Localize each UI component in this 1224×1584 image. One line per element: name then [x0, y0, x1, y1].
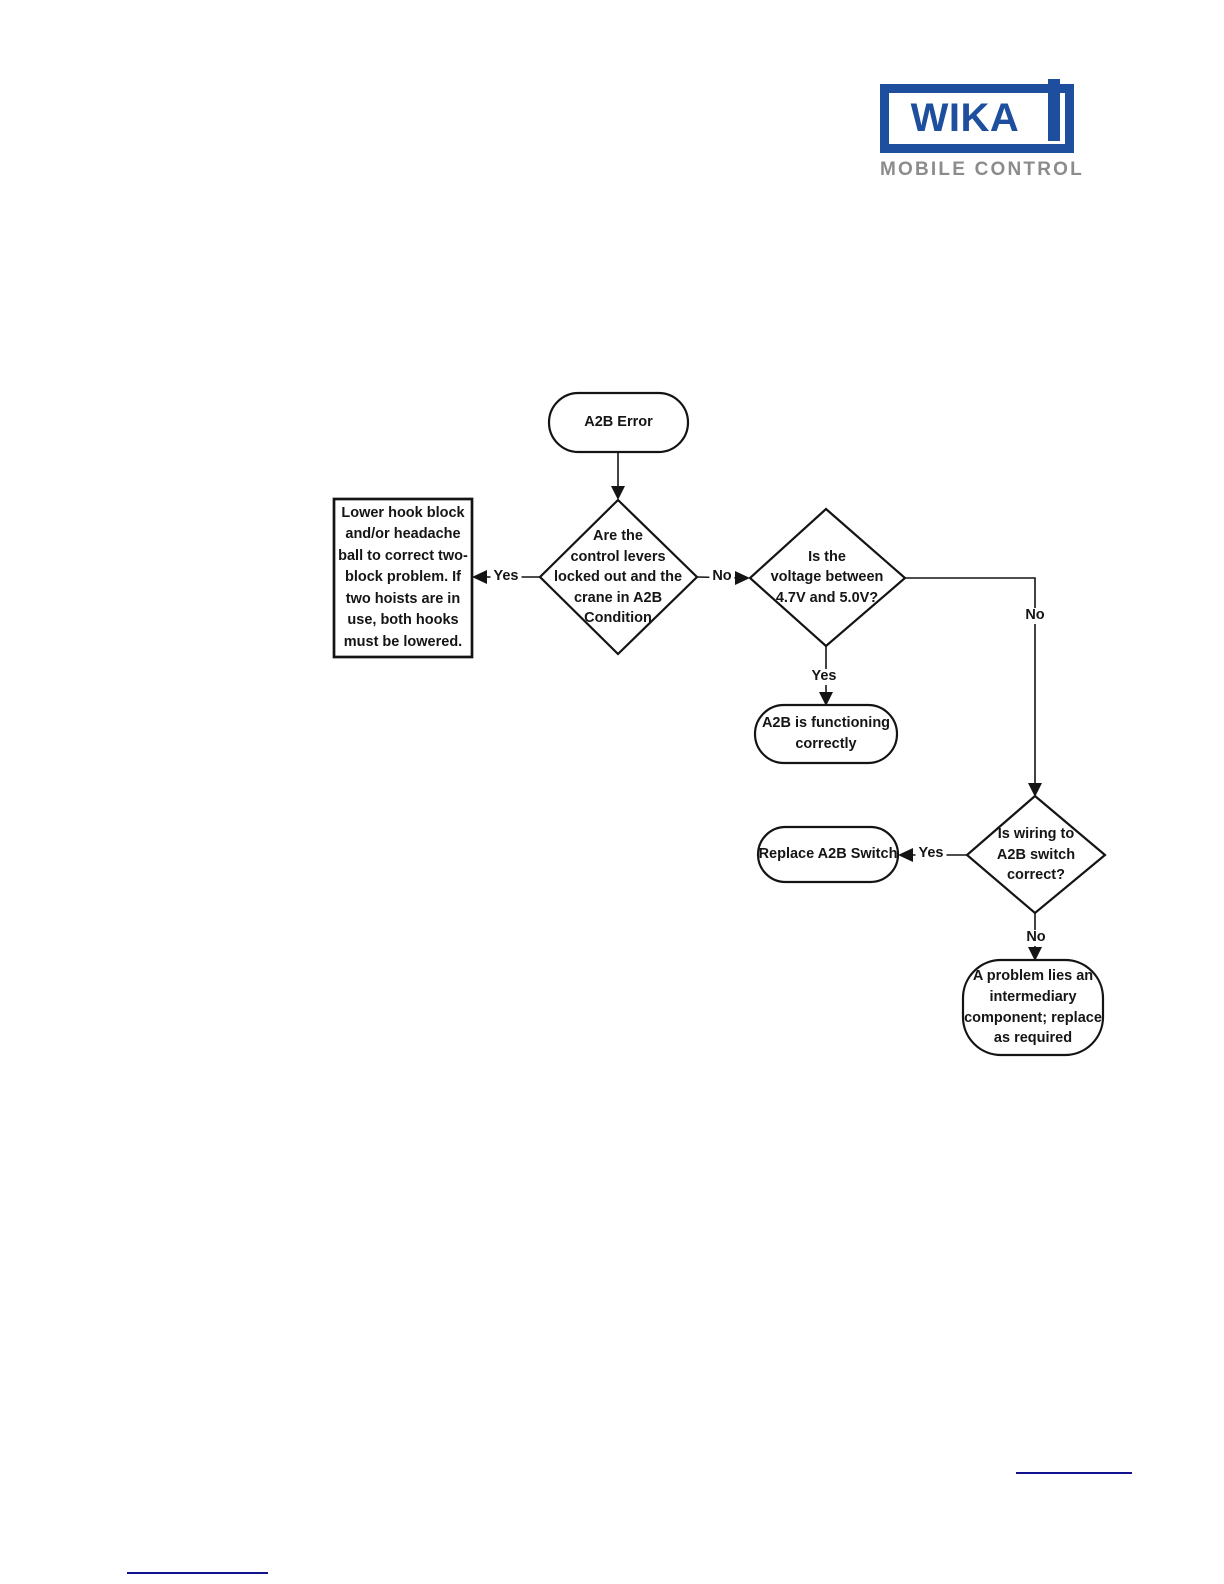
terminator-intermediary	[961, 958, 1105, 1057]
node-end-replace-switch: Replace A2B Switch	[758, 846, 898, 863]
node-decision-wiring: Is wiring to A2B switch correct?	[996, 826, 1076, 884]
decision-diamond-levers	[538, 498, 699, 656]
node-end-a2b-functioning: A2B is functioning correctly	[761, 715, 891, 752]
edge-label-voltage-no: No	[1022, 607, 1048, 624]
decision-diamond-wiring	[965, 794, 1107, 915]
node-start-a2b-error: A2B Error	[584, 414, 653, 431]
arrowhead-into-wiring	[1028, 783, 1042, 797]
wika-logo-subtitle: MOBILE CONTROL	[880, 159, 1084, 180]
arrowhead-into-functioning	[819, 692, 833, 706]
node-decision-control-levers: Are the control levers locked out and th…	[553, 528, 683, 627]
arrowhead-into-voltage	[735, 571, 750, 585]
arrowhead-into-replace-switch	[898, 848, 913, 862]
process-box-lower-hook	[332, 497, 474, 659]
edge-label-voltage-yes: Yes	[808, 668, 840, 685]
arrowhead-into-lower-hook	[472, 570, 487, 584]
arrowhead-into-intermediary	[1028, 947, 1042, 961]
edge-voltage-no	[905, 577, 1036, 789]
edge-label-wiring-no: No	[1023, 929, 1049, 946]
node-end-intermediary-problem: A problem lies an intermediary component…	[964, 968, 1102, 1047]
terminator-replace-switch	[756, 825, 900, 884]
node-decision-voltage: Is the voltage between 4.7V and 5.0V?	[770, 548, 884, 606]
wika-logo: WIKA MOBILE CONTROL	[880, 79, 1084, 181]
terminator-start	[547, 391, 690, 454]
edge-label-levers-no: No	[709, 568, 735, 585]
wika-logo-text: WIKA	[910, 95, 1020, 140]
decision-diamond-voltage	[748, 507, 907, 648]
edge-label-levers-yes: Yes	[490, 568, 522, 585]
wika-logo-frame: WIKA	[880, 79, 1074, 153]
arrowhead-into-levers	[611, 486, 625, 500]
edge-label-wiring-yes: Yes	[915, 845, 947, 862]
wika-logo-bar	[1048, 79, 1060, 141]
footer-link-rule-right[interactable]	[1016, 1472, 1132, 1474]
footer-link-rule-left[interactable]	[127, 1572, 268, 1574]
node-action-lower-hook-block: Lower hook block and/or headache ball to…	[338, 504, 468, 650]
